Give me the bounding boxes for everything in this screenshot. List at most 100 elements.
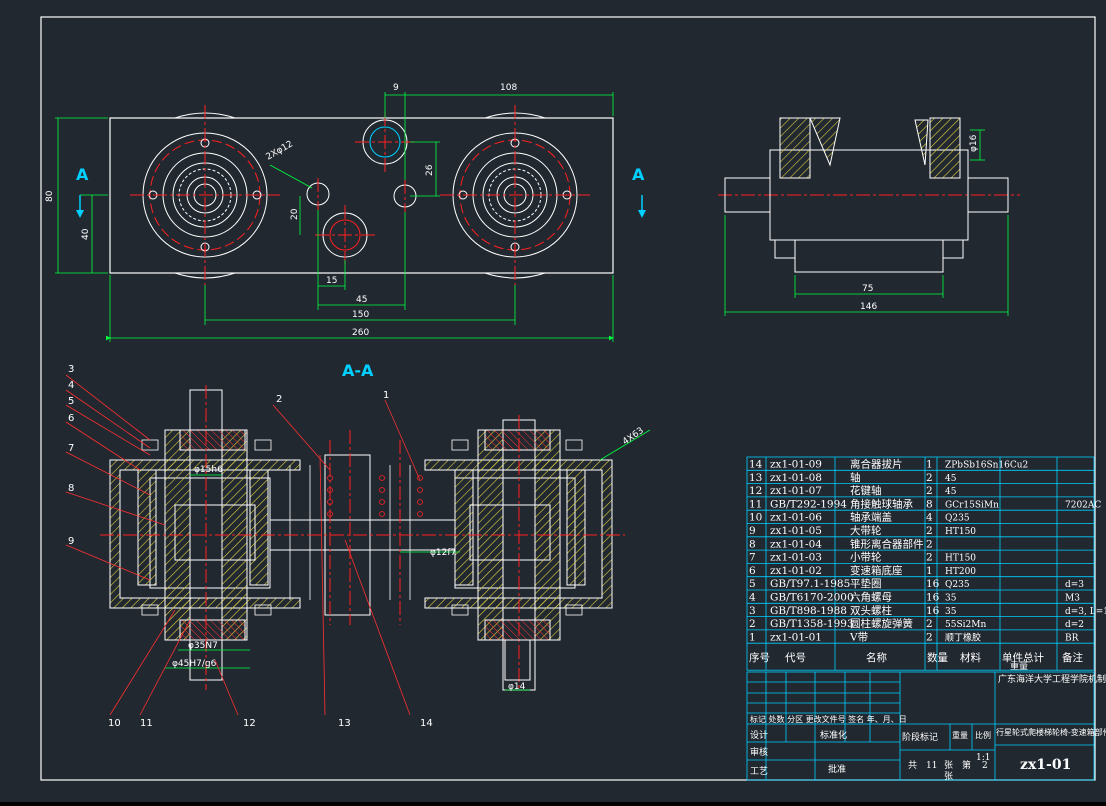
parts-cell-code: zx1-01-04 [770,538,822,550]
process-label: 工艺 [750,766,768,777]
dim-260: 260 [352,328,369,338]
parts-cell-qty: 2 [926,631,933,643]
parts-cell-note: d=3, L=10 [1065,607,1106,617]
parts-cell-note: BR [1065,633,1079,643]
parts-cell-material: 35 [945,607,957,617]
parts-header-qty: 数量 [927,651,948,664]
parts-cell-qty: 16 [926,578,940,590]
parts-cell-qty: 2 [926,618,933,630]
leader-10: 10 [108,718,121,729]
leader-6: 6 [68,413,74,424]
parts-cell-material: 45 [945,474,957,484]
parts-cell-qty: 16 [926,592,940,604]
parts-cell-name: 离合器拔片 [850,458,903,471]
dim-14: φ14 [508,682,526,692]
section-view: A-A [65,361,651,729]
parts-cell-qty: 2 [926,538,933,550]
parts-cell-no: 4 [749,592,756,604]
sheet-label: 张 [944,760,953,771]
parts-cell-material: HT150 [945,554,976,564]
dim-9: 9 [393,83,399,93]
dim-26: 26 [425,164,435,176]
leader-14: 14 [420,718,433,729]
parts-cell-code: GB/T6170-2000 [770,592,854,604]
leader-2: 2 [276,394,282,405]
parts-cell-name: V带 [849,631,868,643]
parts-cell-code: zx1-01-06 [770,512,822,524]
parts-cell-material: Q235 [945,580,970,590]
total-label: 共 [908,760,917,771]
dim-holes: 2Xφ12 [265,139,295,162]
parts-cell-no: 2 [749,618,756,630]
parts-cell-material: GCr15SiMn [945,500,999,510]
weight-label: 重量 [952,730,968,740]
parts-cell-name: 花键轴 [850,484,882,497]
sheet-no: 2 [982,761,988,771]
parts-cell-name: 锥形离合器部件 [850,537,924,550]
drawing-title: 行星轮式爬楼梯轮椅-变速箱部件 [996,727,1106,737]
scale-label: 比例 [975,730,991,740]
parts-cell-no: 12 [749,485,762,497]
parts-cell-no: 5 [749,578,756,590]
sheet-no-label: 第 [962,759,971,771]
sheet-tail: 张 [944,771,953,782]
section-title: A-A [342,361,374,380]
parts-cell-qty: 2 [926,525,933,537]
parts-cell-qty: 4 [926,512,933,524]
parts-cell-qty: 8 [926,498,933,510]
parts-cell-code: GB/T1358-1993 [770,618,854,630]
parts-cell-no: 14 [749,459,763,471]
leader-5: 5 [68,396,74,407]
parts-cell-no: 11 [749,498,762,510]
design-label: 设计 [750,729,768,741]
parts-cell-no: 10 [749,512,762,524]
dim-150: 150 [352,310,369,320]
dim-75: 75 [862,284,873,294]
side-view: φ16 75 146 [718,117,1020,316]
parts-cell-material: ZPbSb16Sn16Cu2 [945,461,1028,471]
dim-40: 40 [81,228,91,240]
parts-cell-qty: 2 [926,552,933,564]
stage-mark-label: 阶段标记 [902,731,938,743]
section-mark-left: A [76,165,89,184]
parts-cell-name: 轴 [850,471,861,484]
total-value: 11 [926,761,937,771]
parts-cell-code: GB/T898-1988 [770,605,847,617]
dim-15h6: φ15h6 [194,465,223,475]
parts-cell-note: M3 [1065,594,1080,604]
scale-value: 1:1 [976,753,990,763]
parts-cell-qty: 1 [926,459,933,471]
parts-cell-name: 平垫圈 [850,577,882,590]
dim-146: 146 [860,302,877,312]
drawing-number: zx1-01 [1020,757,1071,773]
parts-cell-note: d=2 [1065,620,1084,630]
leader-13: 13 [338,718,351,729]
parts-cell-qty: 2 [926,472,933,484]
mark-row: 标记 处数 分区 更改文件号 签名 年、月、日 [750,714,907,724]
parts-cell-name: 小带轮 [850,551,882,564]
front-plate [109,117,614,274]
parts-cell-code: zx1-01-07 [770,485,822,497]
parts-cell-no: 13 [749,472,762,484]
parts-header-code: 代号 [785,652,806,664]
school-name: 广东海洋大学工程学院机制1034班 [998,673,1106,685]
dim-45: 45 [356,295,367,305]
dim-15: 15 [326,276,337,286]
parts-cell-material: 顺丁橡胶 [945,631,981,643]
parts-cell-code: zx1-01-03 [770,552,822,564]
parts-cell-no: 7 [749,552,756,564]
dim-12f7: φ12f7 [430,548,456,558]
parts-cell-code: GB/T292-1994 [770,498,847,510]
parts-cell-qty: 1 [926,565,933,577]
parts-cell-note: d=3 [1065,580,1084,590]
dim-45h7: φ45H7/g6 [172,659,217,669]
dim-20: 20 [290,208,300,220]
front-view: A A [45,83,646,342]
parts-cell-no: 6 [749,565,756,577]
title-block: 广东海洋大学工程学院机制1034班 行星轮式爬楼梯轮椅-变速箱部件 zx1-01… [746,671,1106,782]
parts-cell-no: 1 [749,631,756,643]
parts-cell-code: zx1-01-08 [770,472,822,484]
